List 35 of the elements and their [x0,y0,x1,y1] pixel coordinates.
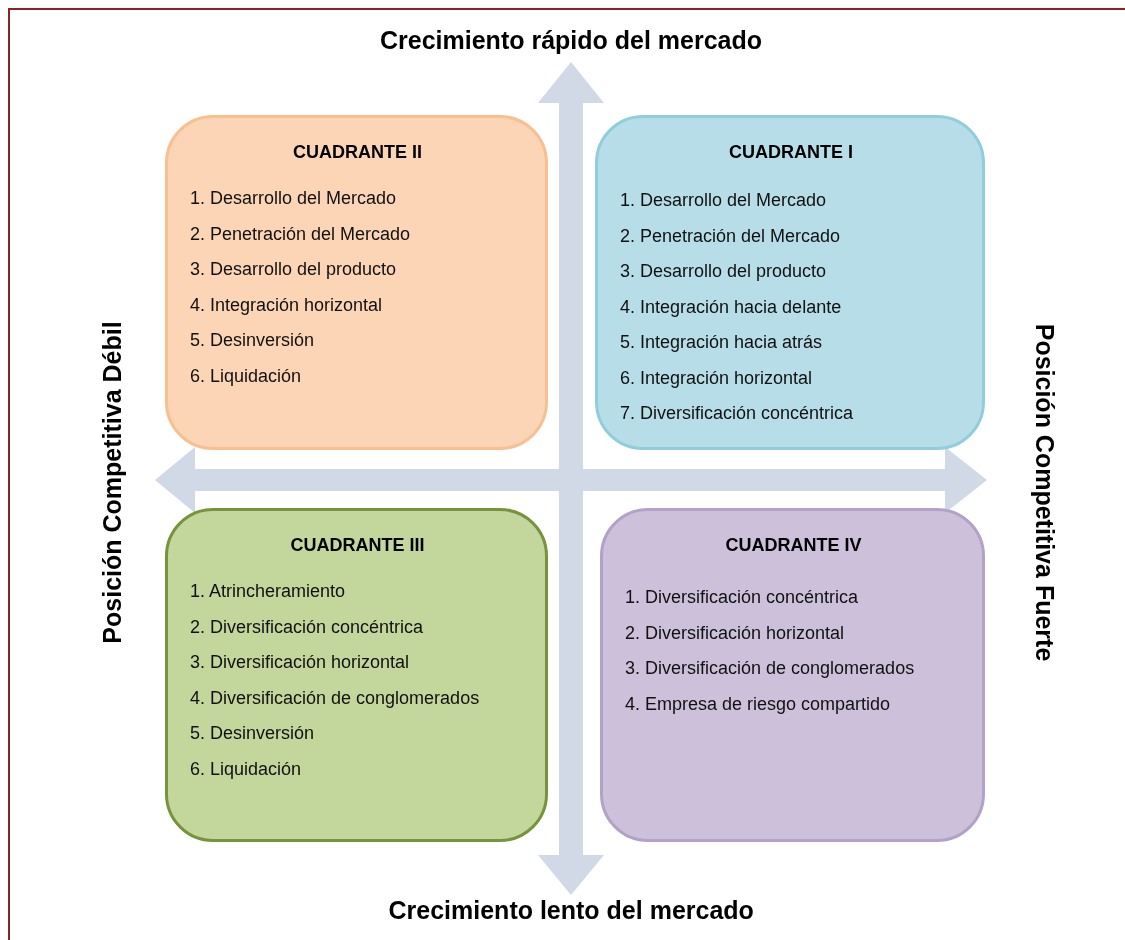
list-item: 4. Integración horizontal [190,293,384,316]
quadrant-card [165,508,548,842]
quadrant-card [600,508,985,842]
list-item: 7. Diversificación concéntrica [620,402,855,424]
list-item: 3. Desarrollo del producto [620,260,828,282]
list-item: 5. Desinversión [190,722,316,744]
list-item: 5. Integración hacia atrás [620,331,824,353]
list-item: 5. Desinversión [190,329,316,351]
quadrant-heading: CUADRANTE I [728,142,854,163]
list-item: 2. Penetración del Mercado [190,222,412,245]
quadrant-heading: CUADRANTE IV [724,535,863,556]
quadrant-card [165,115,548,450]
list-item: 3. Desarrollo del producto [190,258,398,280]
axis-label: Crecimiento lento del mercado [388,895,754,925]
list-item: 6. Integración horizontal [620,366,814,389]
list-item: 1. Desarrollo del Mercado [620,189,828,211]
quadrant-card [595,115,985,450]
list-item: 1. Diversificación concéntrica [625,586,860,608]
quadrant-heading: CUADRANTE III [289,535,426,556]
list-item: 3. Diversificación de conglomerados [625,657,916,679]
list-item: 6. Liquidación [190,757,303,780]
list-item: 2. Diversificación horizontal [625,621,846,644]
list-item: 3. Diversificación horizontal [190,651,411,673]
list-item: 4. Integración hacia delante [620,295,843,318]
list-item: 1. Desarrollo del Mercado [190,187,398,209]
axis-label: Posición Competitiva Débil [97,320,127,644]
list-item: 1. Atrincheramiento [190,580,347,602]
quadrant-heading: CUADRANTE II [292,142,423,163]
axis-label: Crecimiento rápido del mercado [380,25,763,55]
list-item: 4. Empresa de riesgo compartido [625,692,892,715]
list-item: 4. Diversificación de conglomerados [190,686,481,709]
list-item: 2. Penetración del Mercado [620,224,842,247]
axis-label: Posición Competitiva Fuerte [1030,323,1060,661]
list-item: 6. Liquidación [190,364,303,387]
list-item: 2. Diversificación concéntrica [190,615,425,638]
